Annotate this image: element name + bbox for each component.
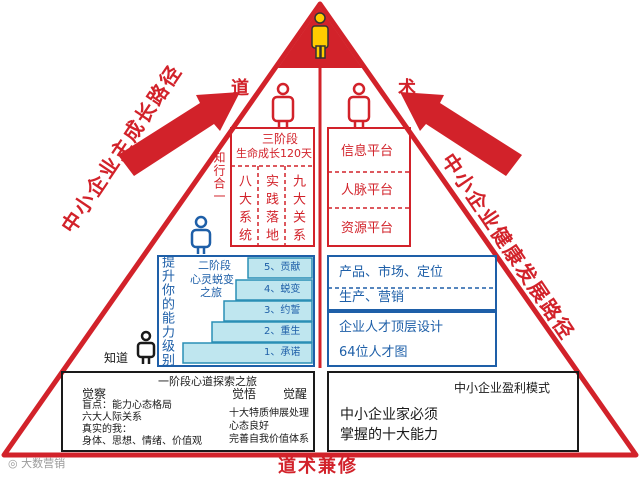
stage1-col1-line3: 真实的我： <box>82 424 132 435</box>
stage2-title-1: 二阶段 <box>198 259 231 272</box>
profit-title: 中小企业盈利模式 <box>454 381 551 395</box>
stage1-col1-line2: 六大人际关系 <box>82 412 142 423</box>
stage3-col1: 八大系统 <box>236 174 251 246</box>
market-line-2: 生产、营销 <box>339 290 405 305</box>
stage3-title-1: 三阶段 <box>262 132 299 146</box>
right-up-arrow <box>400 92 522 176</box>
knowledge-person-icon <box>136 330 156 364</box>
stage3-col2: 实践落地 <box>263 174 278 246</box>
watermark: ◎ 大数营销 <box>8 458 65 469</box>
stage2-title-2: 心灵蜕变 <box>190 273 234 286</box>
platforms-box <box>327 127 411 247</box>
step-5: 5、贡献 <box>264 262 301 273</box>
left-up-arrow <box>118 92 240 176</box>
platform-resource: 资源平台 <box>341 221 394 236</box>
dao-label: 道 <box>231 78 249 99</box>
shu-label: 术 <box>398 78 416 99</box>
talent-line-1: 企业人才顶层设计 <box>339 320 444 335</box>
stage3-side: 知行合一 <box>212 151 226 203</box>
stage1-col3-line1: 十大特质伸展处理 <box>229 408 309 419</box>
profit-box <box>327 371 579 452</box>
stage1-box <box>61 371 315 452</box>
market-line-1: 产品、市场、定位 <box>339 265 444 280</box>
stairs <box>182 257 313 364</box>
stage3-col3: 九大关系 <box>290 174 305 246</box>
stage1-col2-head: 觉悟 <box>232 387 257 401</box>
stage1-col3-head: 觉醒 <box>283 387 308 401</box>
platform-network: 人脉平台 <box>341 183 394 198</box>
stage1-col1-head: 觉察 <box>82 387 107 401</box>
profit-line-2: 掌握的十大能力 <box>340 427 438 443</box>
stage1-col3-line2: 心态良好 <box>229 421 269 432</box>
watermark-text: 大数营销 <box>21 457 66 470</box>
talent-line-2: 64位人才图 <box>339 345 408 360</box>
stage2-title-3: 之旅 <box>200 286 222 299</box>
stage3-title-2: 生命成长120天 <box>236 147 312 160</box>
watermark-icon: ◎ <box>8 457 18 470</box>
stage2-box <box>157 255 315 367</box>
stage1-col1-line4: 身体、思想、情绪、价值观 <box>82 436 202 447</box>
step-2: 2、重生 <box>264 326 301 337</box>
bottom-title: 道术兼修 <box>278 456 358 477</box>
middle-person-icon <box>190 215 212 254</box>
stage3-box <box>230 127 315 247</box>
stage1-col3-line3: 完善自我价值体系 <box>229 434 309 445</box>
platform-info: 信息平台 <box>341 144 394 159</box>
talent-box <box>327 311 497 367</box>
step-1: 1、承诺 <box>264 347 301 358</box>
right-top-person-icon <box>347 82 371 128</box>
step-4: 4、蜕变 <box>264 284 301 295</box>
market-box <box>327 255 497 311</box>
step-3: 3、约誓 <box>264 305 301 316</box>
stage1-title: 一阶段心道探索之旅 <box>158 375 257 388</box>
stage1-col1-line1: 盲点：能力心态格局 <box>82 400 172 411</box>
profit-line-1: 中小企业家必须 <box>340 407 438 423</box>
stage2-vertical: 提升你的能力级别 <box>159 255 174 367</box>
apex-person-icon <box>311 12 329 59</box>
left-top-person-icon <box>271 82 295 128</box>
person-label: 知道 <box>104 351 129 365</box>
